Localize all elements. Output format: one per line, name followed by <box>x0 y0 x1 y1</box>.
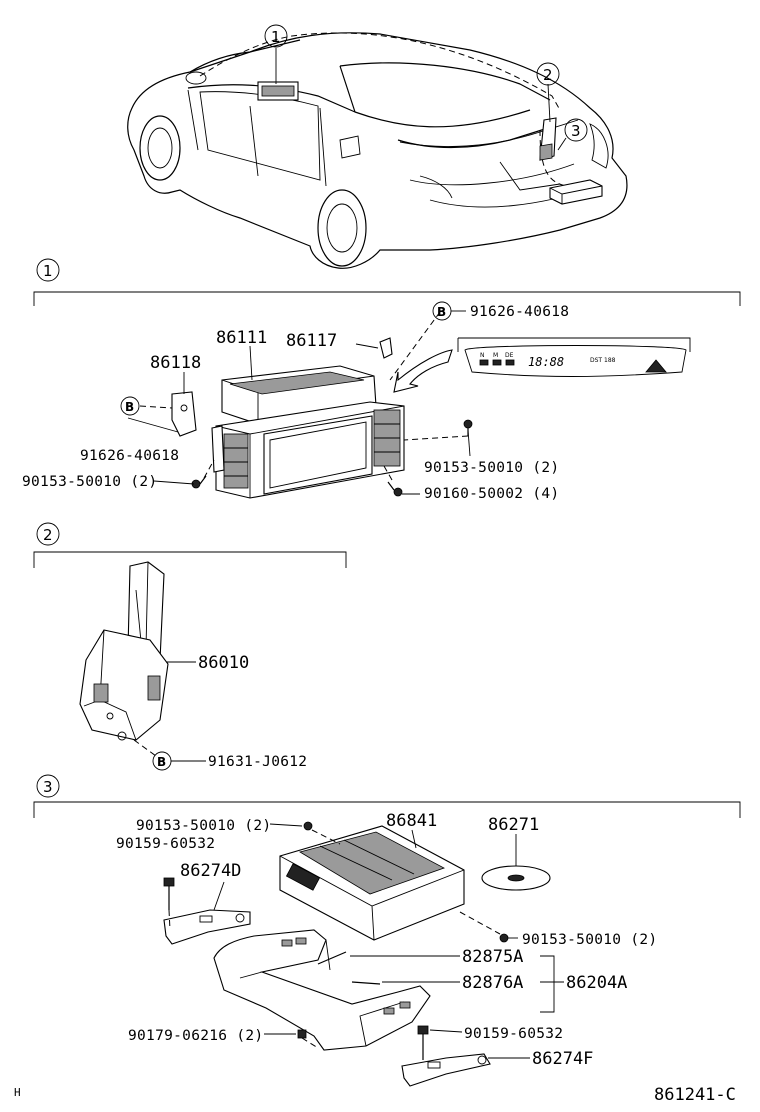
navigation-unit-in-car <box>257 81 299 101</box>
label-screw-right: 90153-50010 (2) <box>424 460 559 476</box>
label-86274D: 86274D <box>180 861 241 881</box>
cd-changer-bracket-in-car <box>539 117 557 161</box>
cd-changer-in-car <box>549 179 603 205</box>
section-3-number: 3 <box>43 778 53 796</box>
section-2: 2 B 86010 91631-J0612 <box>33 522 347 771</box>
rail-82876A-icon <box>351 981 381 985</box>
diagram-text: B <box>157 755 166 769</box>
label-nut-bottom: 90179-06216 (2) <box>128 1028 263 1044</box>
label-86118: 86118 <box>150 353 201 373</box>
diagram-text: 2 <box>543 66 553 84</box>
label-82876A: 82876A <box>462 973 523 993</box>
diagram-text: B <box>125 400 134 414</box>
display-small-text: DST 188 <box>590 357 616 364</box>
section-2-number: 2 <box>43 526 53 544</box>
diagram-code: 861241-C <box>654 1085 736 1105</box>
label-86010: 86010 <box>198 653 249 673</box>
section-3: 3 <box>33 774 741 1087</box>
cd-changer-unit-86841-icon <box>279 825 465 941</box>
label-86841: 86841 <box>386 811 437 831</box>
diagram-text: B <box>437 305 446 319</box>
diagram-text: DE <box>505 352 514 359</box>
car-overview-illustration: 1 2 3 <box>127 24 628 269</box>
compact-disc-86271-icon <box>481 865 551 891</box>
footer-left-mark: H <box>14 1086 21 1099</box>
label-screw-right: 90153-50010 (2) <box>522 932 657 948</box>
label-86274F: 86274F <box>532 1049 593 1069</box>
changer-tray-icon <box>213 929 431 1051</box>
label-ref-b-top: 91626-40618 <box>470 304 569 320</box>
label-86204A: 86204A <box>566 973 627 993</box>
diagram-text: 1 <box>271 28 281 46</box>
bracket-86274D-icon <box>163 909 251 945</box>
label-86117: 86117 <box>286 331 337 351</box>
label-bolt-bottom: 90159-60532 <box>464 1026 563 1042</box>
ref-b-marker-left <box>120 396 140 416</box>
label-screw-bottom: 90160-50002 (4) <box>424 486 559 502</box>
diagram-text: 3 <box>571 122 581 140</box>
label-screw-left: 90153-50010 (2) <box>22 474 157 490</box>
section-1-number: 1 <box>43 262 53 280</box>
cd-changer-bracket-86010-icon <box>79 561 169 741</box>
label-ref-b-left: 91626-40618 <box>80 448 179 464</box>
bracket-86118-icon <box>171 391 197 437</box>
section-1: 1 N M DE 18:88 DST 188 <box>22 258 741 502</box>
fastener-icons <box>163 821 509 1060</box>
display-panel-inset: N M DE 18:88 DST 188 <box>457 337 691 377</box>
display-time: 18:88 <box>528 355 564 369</box>
bracket-86274F-icon <box>401 1053 491 1087</box>
label-bolt-top: 90159-60532 <box>116 836 215 852</box>
diagram-text: M <box>493 352 498 359</box>
label-86111: 86111 <box>216 328 267 348</box>
label-ref-b-section2: 91631-J0612 <box>208 754 307 770</box>
diagram-text: N <box>480 352 485 359</box>
label-86271: 86271 <box>488 815 539 835</box>
navigation-display-unit-icon <box>211 365 405 499</box>
label-82875A: 82875A <box>462 947 523 967</box>
rail-82875A-icon <box>317 951 347 965</box>
bracket-86117-icon <box>379 337 393 359</box>
label-screw-top: 90153-50010 (2) <box>136 818 271 834</box>
